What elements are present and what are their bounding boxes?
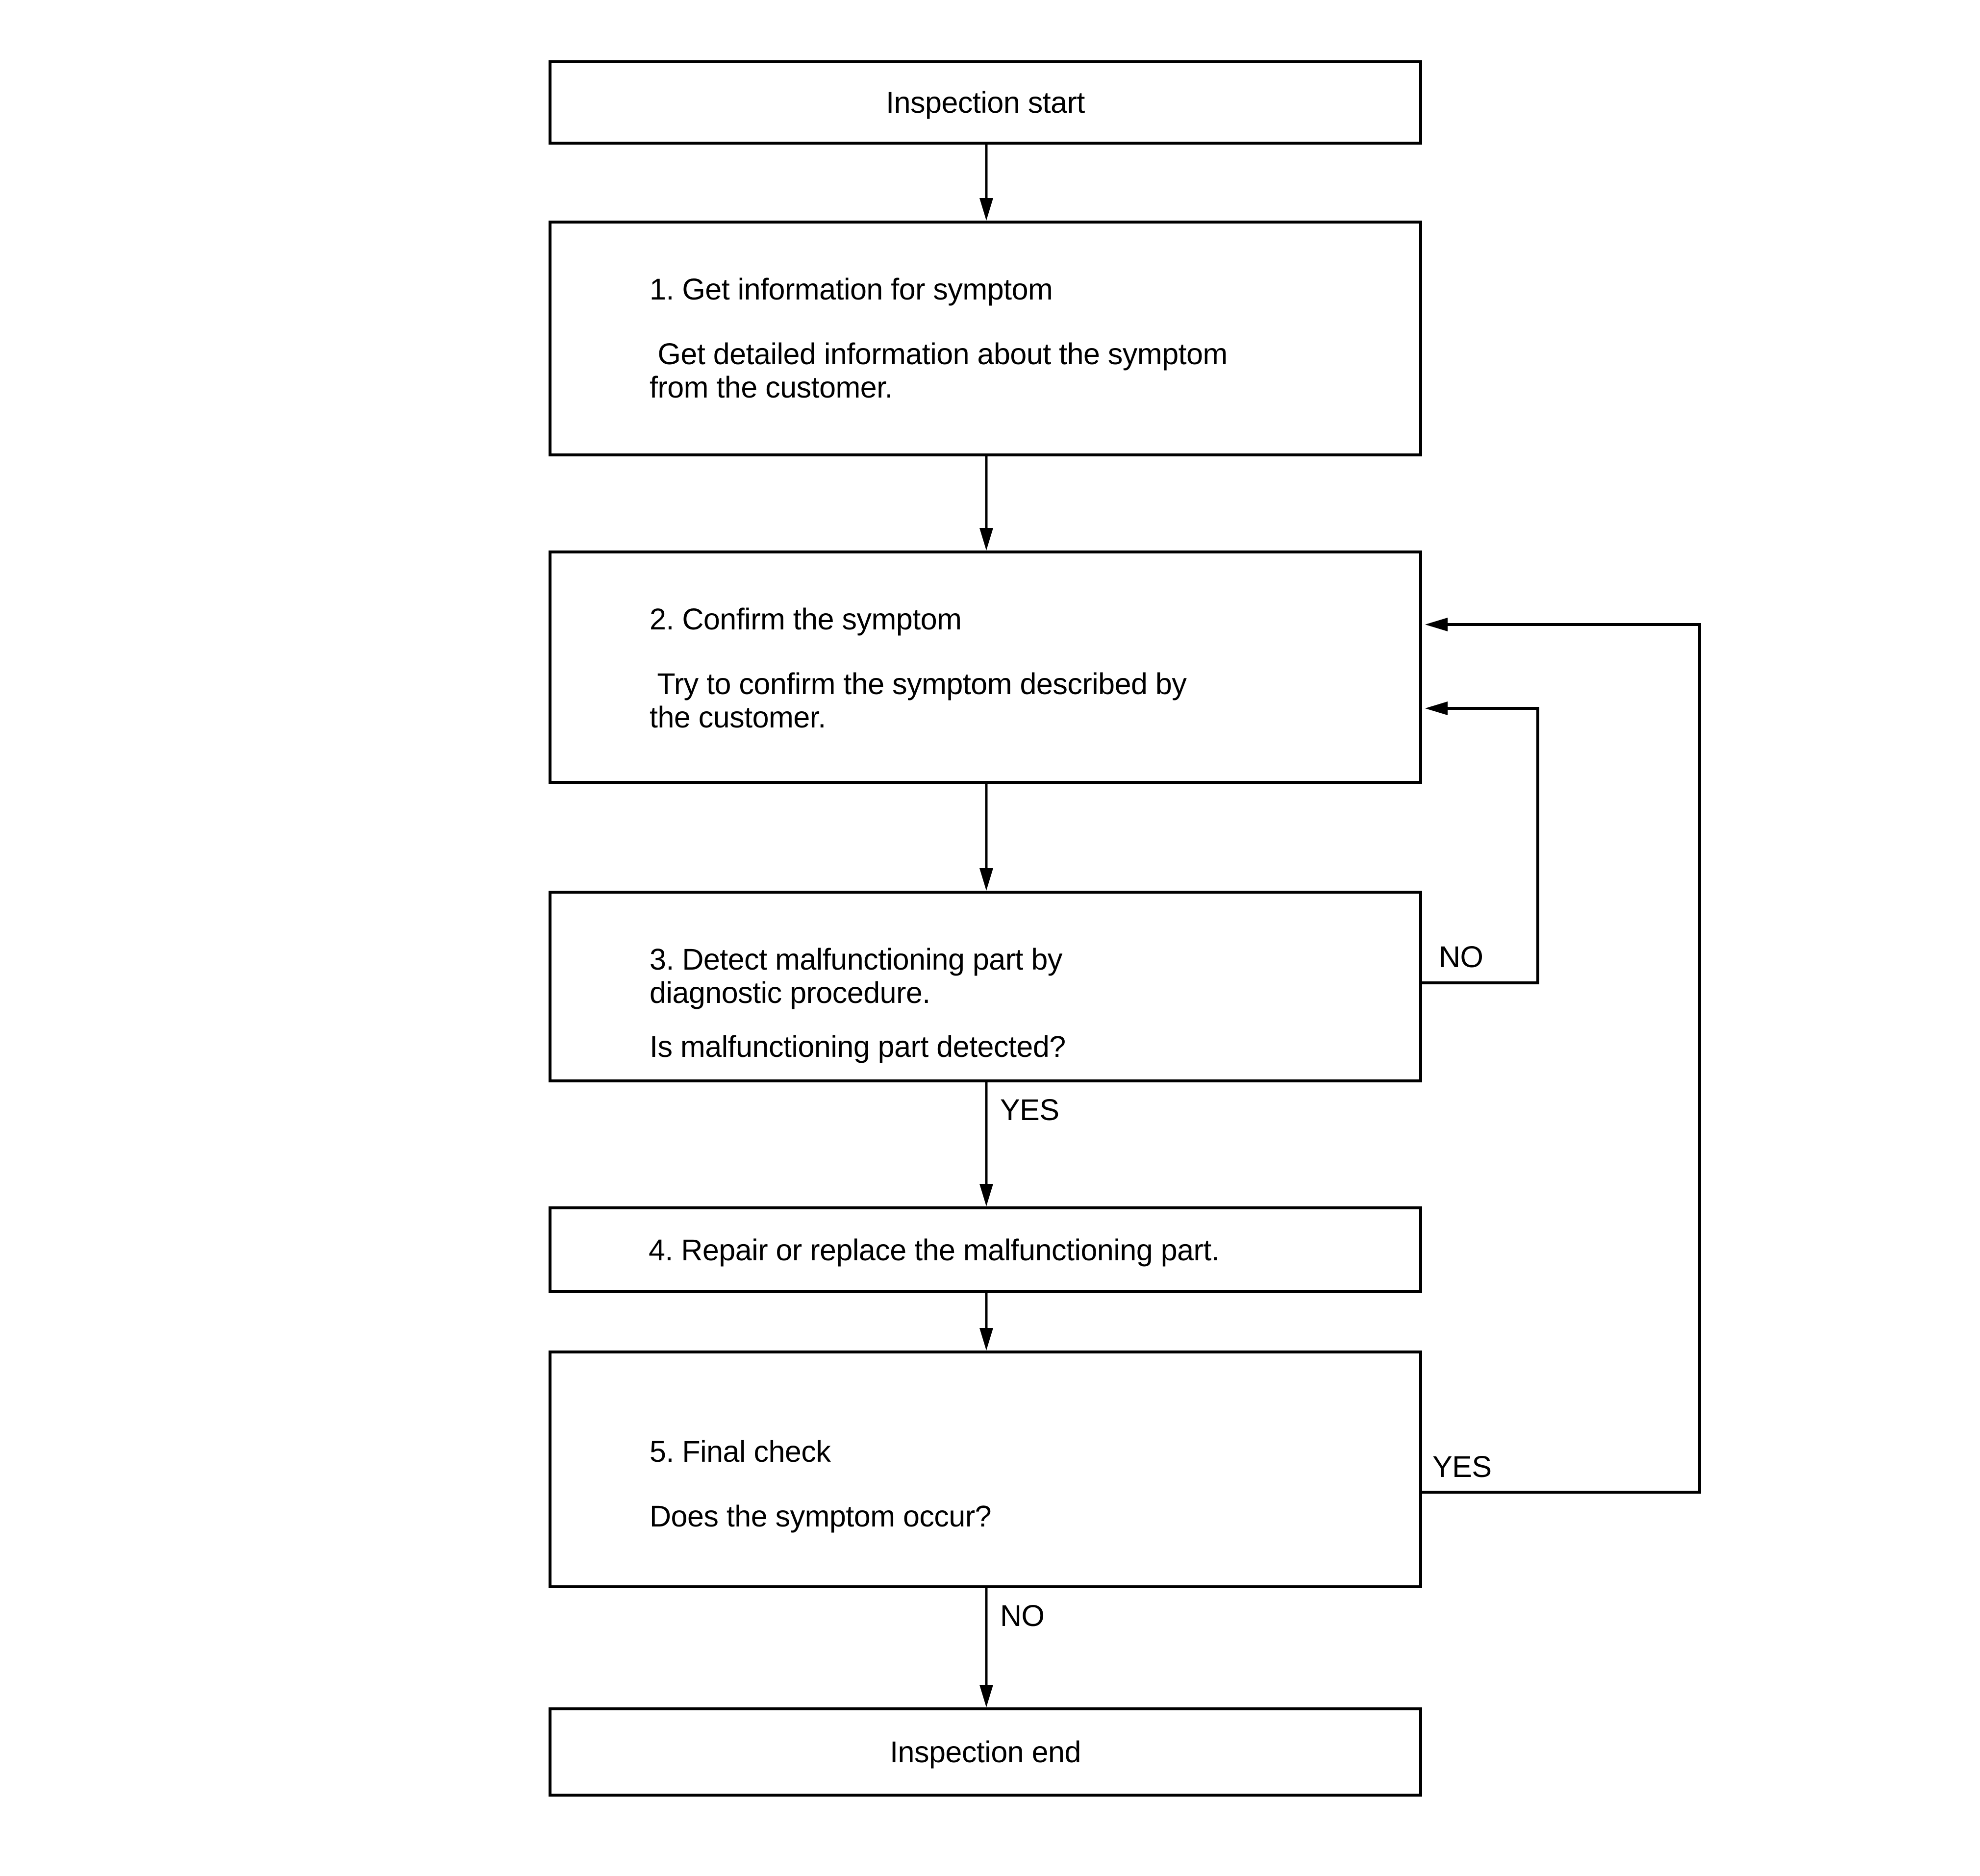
step3-question: Is malfunctioning part detected? bbox=[650, 1030, 1066, 1063]
node-step-1-get-information: 1. Get information for symptom Get detai… bbox=[549, 221, 1422, 456]
edge-label-no-step5: NO bbox=[1000, 1599, 1045, 1632]
arrowhead-no-loop bbox=[1425, 701, 1448, 715]
step3-title-line-2: diagnostic procedure. bbox=[650, 976, 930, 1009]
node-step-5-final-check: 5. Final check Does the symptom occur? bbox=[549, 1351, 1422, 1588]
node-step-2-confirm-symptom: 2. Confirm the symptom Try to confirm th… bbox=[549, 550, 1422, 784]
edge-label-yes-step5: YES bbox=[1432, 1450, 1492, 1483]
step1-body-line-2: from the customer. bbox=[650, 371, 893, 404]
arrowhead-step3-to-step4 bbox=[979, 1184, 993, 1206]
node-step-4-repair-replace: 4. Repair or replace the malfunctioning … bbox=[549, 1206, 1422, 1293]
node-step-3-detect-malfunction: 3. Detect malfunctioning part by diagnos… bbox=[549, 891, 1422, 1082]
arrowhead-start-to-step1 bbox=[979, 198, 993, 221]
arrowhead-step5-to-end bbox=[979, 1685, 993, 1707]
step2-body-line-2: the customer. bbox=[650, 700, 826, 734]
arrowhead-step2-to-step3 bbox=[979, 868, 993, 891]
spacer bbox=[650, 636, 1390, 667]
arrowhead-step1-to-step2 bbox=[979, 528, 993, 550]
edge-label-no-step3: NO bbox=[1439, 940, 1483, 974]
edge-label-yes-step3: YES bbox=[1000, 1093, 1059, 1126]
step2-title: 2. Confirm the symptom bbox=[650, 602, 962, 636]
inspection-start-label: Inspection start bbox=[886, 86, 1085, 119]
step2-body-line-1: Try to confirm the symptom described by bbox=[650, 667, 1187, 700]
step5-question: Does the symptom occur? bbox=[650, 1500, 992, 1533]
spacer bbox=[650, 306, 1390, 337]
arrowhead-step4-to-step5 bbox=[979, 1328, 993, 1351]
spacer bbox=[650, 1468, 1390, 1500]
step4-title: 4. Repair or replace the malfunctioning … bbox=[649, 1233, 1220, 1267]
loop-no-step3-to-step2 bbox=[1422, 707, 1539, 984]
spacer bbox=[650, 1009, 1390, 1030]
step1-title: 1. Get information for symptom bbox=[650, 273, 1053, 306]
arrowhead-yes-loop bbox=[1425, 618, 1448, 631]
step5-title: 5. Final check bbox=[650, 1435, 831, 1468]
step1-body-line-1: Get detailed information about the sympt… bbox=[650, 337, 1228, 371]
inspection-end-label: Inspection end bbox=[890, 1735, 1081, 1769]
loop-yes-step5-to-step2 bbox=[1422, 623, 1701, 1494]
node-inspection-end: Inspection end bbox=[549, 1707, 1422, 1797]
node-inspection-start: Inspection start bbox=[549, 60, 1422, 145]
step3-title-line-1: 3. Detect malfunctioning part by bbox=[650, 943, 1062, 976]
